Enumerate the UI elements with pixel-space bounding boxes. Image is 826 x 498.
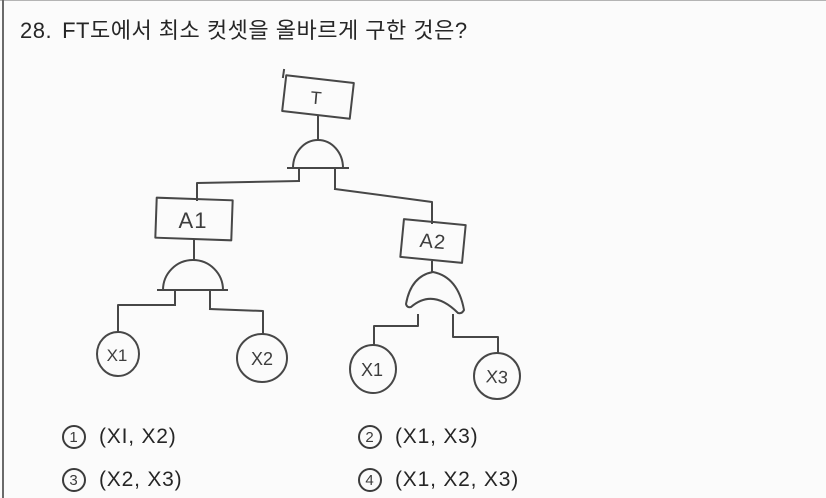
gate-a2-label: A2 (419, 230, 447, 254)
option-2-text: (X1, X3) (395, 425, 479, 448)
question-title: 28. FT도에서 최소 컷셋을 올바르게 구한 것은? (20, 13, 468, 45)
page-top-border (0, 0, 826, 1)
option-3: 3 (X2, X3) (62, 464, 358, 496)
basic-event-x1-left-label: X1 (107, 346, 128, 365)
basic-event-x3-circle (473, 352, 521, 400)
question-text: FT도에서 최소 컷셋을 올바르게 구한 것은? (62, 18, 468, 43)
basic-event-x1-left-circle (96, 331, 140, 377)
option-1: 1 (XI, X2) (62, 421, 358, 453)
option-3-text: (X2, X3) (99, 468, 183, 491)
option-4: 4 (X1, X2, X3) (358, 464, 742, 496)
option-3-marker: 3 (62, 468, 86, 492)
basic-event-x2-circle (236, 333, 288, 383)
fault-tree-diagram: T A1 A2 X1 X2 X1 X3 (96, 68, 521, 400)
page-left-border (2, 0, 4, 498)
answer-options: 1 (XI, X2) 2 (X1, X3) 3 (X2, X3) 4 (X1, … (62, 421, 742, 496)
connector-to-a2 (333, 187, 433, 224)
gate-a2-box (399, 218, 467, 264)
gate-a1-label: A1 (179, 208, 208, 233)
option-4-marker: 4 (358, 468, 382, 492)
connector-to-x1-right (373, 314, 419, 345)
and-gate-top-icon (291, 139, 345, 170)
basic-event-x3-label: X3 (485, 366, 508, 387)
question-number: 28. (20, 18, 53, 43)
basic-event-x1-right-label: X1 (361, 360, 383, 380)
option-2-marker: 2 (358, 425, 382, 449)
option-4-text: (X1, X2, X3) (395, 468, 519, 491)
connector-to-a1 (196, 179, 301, 201)
option-1-marker: 1 (62, 425, 86, 449)
top-event-box (281, 74, 355, 120)
basic-event-x1-right-circle (349, 344, 397, 394)
top-event-label: T (310, 88, 323, 109)
gate-a1-box (154, 196, 234, 242)
connector-to-x1-left (117, 304, 176, 333)
connector-to-x2 (208, 307, 264, 335)
basic-event-x2-label: X2 (251, 349, 273, 369)
stray-mark (281, 68, 286, 79)
connector-to-x3 (452, 314, 499, 354)
option-2: 2 (X1, X3) (358, 421, 742, 453)
and-gate-a1-icon (161, 259, 225, 292)
option-1-text: (XI, X2) (99, 425, 177, 448)
or-gate-a2-icon (405, 271, 465, 315)
